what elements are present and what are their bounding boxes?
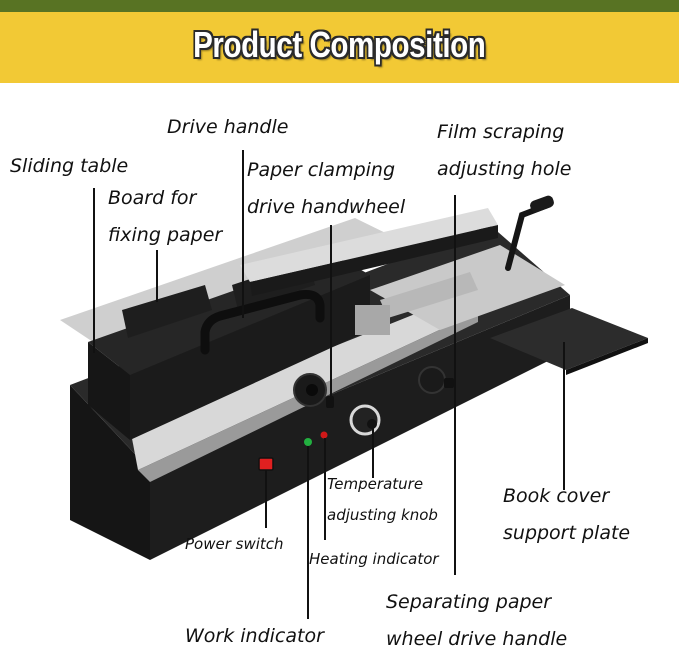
label-clamp-line1: Paper clamping — [247, 159, 396, 181]
crank-grip — [530, 195, 554, 213]
paper-board-left — [122, 285, 212, 338]
base-left-side — [70, 385, 150, 560]
sliding-table-side — [88, 342, 130, 440]
label-sep-line2: wheel drive handle — [386, 628, 568, 650]
sliding-table-front — [130, 275, 370, 440]
top-beam-shadow — [250, 225, 498, 296]
label-board-line1: Board for — [108, 187, 197, 209]
label-book-line1: Book cover — [503, 485, 610, 507]
leader-power-switch — [265, 470, 267, 528]
label-temp-line2: adjusting knob — [327, 506, 438, 524]
heating-led — [320, 431, 328, 439]
glue-roller — [355, 305, 390, 335]
separating-paper-wheel-knob — [418, 366, 446, 394]
label-work-indicator: Work indicator — [185, 625, 324, 647]
leader-sliding-table — [93, 188, 95, 353]
work-led — [304, 438, 312, 446]
label-film-line2: adjusting hole — [437, 158, 572, 180]
book-cover-support-plate — [490, 308, 648, 370]
leader-book-cover-plate — [563, 342, 565, 490]
roller-plate — [380, 272, 478, 318]
drive-handle — [200, 290, 325, 355]
title-banner: Product Composition — [0, 12, 679, 83]
page-title: Product Composition — [193, 23, 486, 65]
leader-board — [156, 250, 158, 302]
leader-drive-handle — [242, 150, 244, 318]
support-plate-edge — [566, 338, 648, 375]
top-beam — [240, 208, 498, 282]
top-strip — [0, 0, 679, 12]
leader-temperature-knob — [372, 428, 374, 478]
power-switch — [258, 457, 274, 471]
label-board-line2: fixing paper — [108, 224, 223, 246]
label-clamp-line2: drive handwheel — [247, 196, 406, 218]
label-drive-handle: Drive handle — [167, 116, 289, 138]
label-sliding-table: Sliding table — [10, 155, 129, 177]
leader-clamp-handwheel — [330, 225, 332, 400]
leader-heating-indicator — [324, 438, 326, 540]
label-heating-indicator: Heating indicator — [309, 550, 439, 568]
label-power-switch: Power switch — [185, 535, 284, 553]
leader-work-indicator — [307, 446, 309, 619]
leader-film-scraping-and-separating — [454, 195, 456, 575]
label-film-line1: Film scraping — [437, 121, 565, 143]
label-temp-line1: Temperature — [327, 475, 424, 493]
label-sep-line1: Separating paper — [386, 591, 552, 613]
label-book-line2: support plate — [503, 522, 631, 544]
